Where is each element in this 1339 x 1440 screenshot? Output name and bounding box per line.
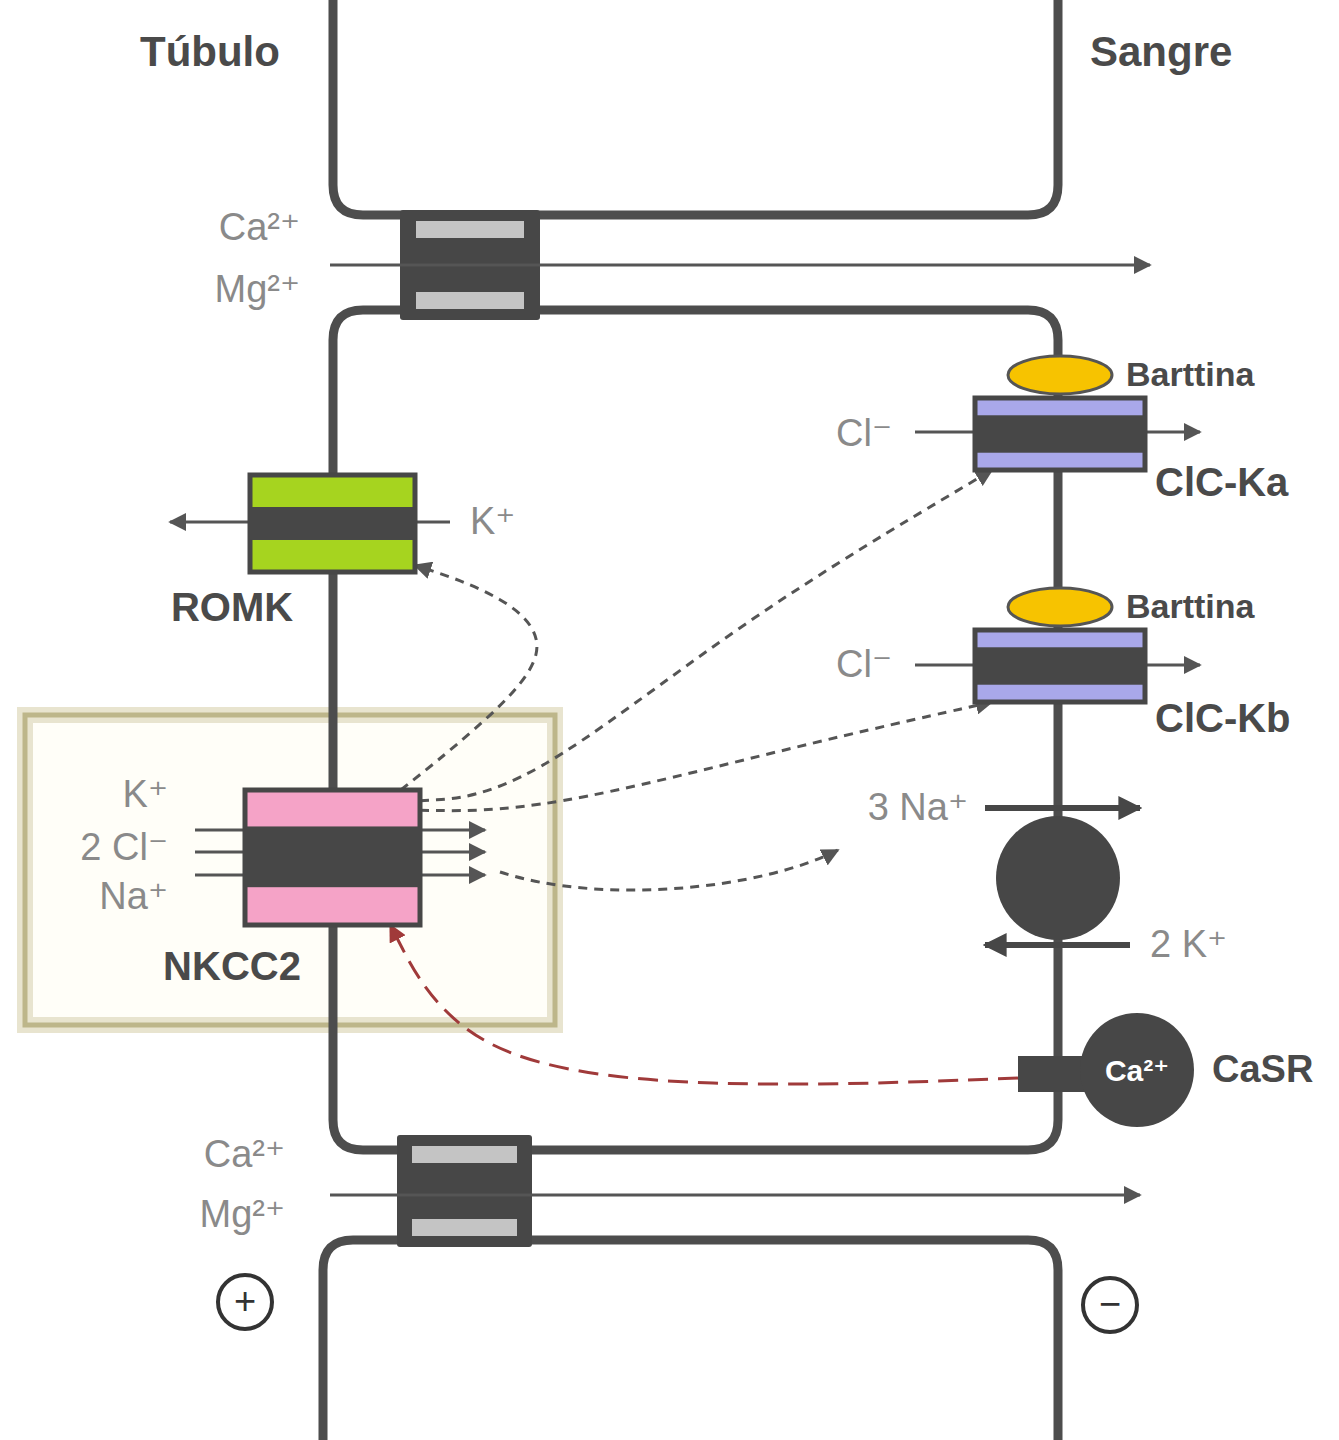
chloride-channel-label: ClC-Ka	[1155, 460, 1288, 504]
charge-circle	[1083, 1278, 1137, 1332]
highlight-frame	[25, 715, 555, 1025]
potassium-channel-label-wrap: ROMK	[171, 585, 293, 629]
receptor-head	[1080, 1013, 1194, 1127]
ion-label-wrap: Mg²⁺	[200, 1194, 286, 1236]
ion-label-wrap: Cl⁻	[836, 413, 892, 455]
ion-label-wrap: 2 K⁺	[1150, 924, 1227, 966]
channel-body	[975, 630, 1145, 702]
chloride-channel-shape	[975, 630, 1145, 702]
ion-label-wrap: Ca²⁺	[219, 207, 300, 249]
ion-label-wrap: Na⁺	[99, 876, 168, 918]
barttina-subunit-label: Barttina	[1126, 356, 1254, 393]
calcium-sensing-receptor: Ca²⁺CaSR	[1018, 1012, 1198, 1128]
ion-label: Na⁺	[99, 876, 168, 918]
upper-cell-membrane	[333, 0, 1058, 215]
side-title-wrap: Sangre	[1090, 29, 1232, 75]
ion-label: 3 Na⁺	[868, 787, 968, 829]
chloride-channel: ClC-Ka	[975, 398, 1145, 470]
chloride-channel-label: ClC-Kb	[1155, 696, 1291, 740]
junction-band	[412, 1219, 517, 1236]
tight-junction	[397, 1135, 532, 1247]
cell-membrane	[333, 310, 1058, 1150]
ion-label: 2 Cl⁻	[80, 827, 168, 869]
barttina-ellipse	[1008, 356, 1112, 394]
channel-body	[245, 790, 420, 925]
charge-sign: −	[1099, 1284, 1121, 1326]
junction-band	[416, 221, 524, 238]
barttina-subunit-label-wrap: Barttina	[1126, 588, 1254, 625]
ion-label-wrap: Ca²⁺	[204, 1134, 285, 1176]
ion-label-wrap: Mg²⁺	[215, 269, 301, 311]
ion-label: Cl⁻	[836, 644, 892, 686]
chloride-channel: ClC-Kb	[975, 630, 1145, 702]
cotransporter-label-wrap: NKCC2	[163, 944, 301, 988]
ion-label: Mg²⁺	[200, 1194, 286, 1236]
cotransporter-label: NKCC2	[163, 944, 301, 988]
channel-body	[975, 398, 1145, 470]
charge-sign-wrap: +	[234, 1281, 256, 1323]
ion-label: Cl⁻	[836, 413, 892, 455]
ion-label: K⁺	[470, 501, 515, 543]
chloride-channel-label-wrap: ClC-Kb	[1155, 696, 1291, 740]
barttina-subunit-label-wrap: Barttina	[1126, 356, 1254, 393]
ion-label: Mg²⁺	[215, 269, 301, 311]
cotransporter: NKCC2	[245, 790, 420, 925]
ion-label-wrap: K⁺	[123, 774, 168, 816]
side-title: Sangre	[1090, 29, 1232, 75]
na-k-pump	[996, 816, 1120, 940]
barttina-subunit-label: Barttina	[1126, 588, 1254, 625]
highlight-frame	[25, 715, 555, 1025]
channel-core	[975, 647, 1145, 684]
potassium-channel-shape	[250, 475, 415, 572]
barttina-subunit-shape	[1008, 587, 1112, 627]
paracellular-arrow	[330, 1194, 1140, 1197]
charge-sign: +	[234, 1281, 256, 1323]
cotransporter-shape	[245, 790, 420, 925]
potassium-channel: ROMK	[250, 475, 415, 572]
ion-label-wrap: Cl⁻	[836, 644, 892, 686]
chloride-channel-shape	[975, 398, 1145, 470]
pump-arrow	[985, 942, 1130, 948]
calcium-sensing-receptor-label: Ca²⁺	[1105, 1054, 1169, 1087]
ion-label-wrap: 2 Cl⁻	[80, 827, 168, 869]
ion-label-wrap: 3 Na⁺	[868, 787, 968, 829]
calcium-sensing-receptor-label-wrap: CaSR	[1212, 1049, 1313, 1091]
ion-flow-arrow	[420, 470, 992, 801]
ion-label: Ca²⁺	[204, 1134, 285, 1176]
barttina-subunit-shape	[1008, 355, 1112, 395]
ion-label: 2 K⁺	[1150, 924, 1227, 966]
regulation-arrow	[390, 925, 1018, 1084]
calcium-sensing-receptor-label-wrap: Ca²⁺	[1105, 1054, 1169, 1087]
channel-body	[250, 475, 415, 572]
ion-label-wrap: K⁺	[470, 501, 515, 543]
potassium-channel-label: ROMK	[171, 585, 293, 629]
channel-core	[245, 826, 420, 887]
ion-label: Ca²⁺	[219, 207, 300, 249]
side-title-wrap: Túbulo	[140, 29, 280, 75]
calcium-sensing-receptor-label: CaSR	[1212, 1049, 1313, 1091]
barttina-subunit: Barttina	[1008, 587, 1112, 627]
pump-arrow	[985, 805, 1140, 811]
junction-band	[412, 1146, 517, 1163]
side-title: Túbulo	[140, 29, 280, 75]
lower-cell-membrane	[323, 1240, 1058, 1440]
ion-flow-arrow	[401, 565, 537, 790]
chloride-channel-label-wrap: ClC-Ka	[1155, 460, 1288, 504]
receptor-stem	[1018, 1056, 1090, 1092]
charge-circle	[218, 1275, 272, 1329]
junction-band	[416, 292, 524, 309]
dashed-arrow	[500, 850, 838, 890]
paracellular-arrow	[330, 264, 1150, 267]
channel-core	[250, 507, 415, 540]
charge-sign-wrap: −	[1099, 1284, 1121, 1326]
barttina-ellipse	[1008, 588, 1112, 626]
ion-label: K⁺	[123, 774, 168, 816]
channel-core	[975, 415, 1145, 452]
barttina-subunit: Barttina	[1008, 355, 1112, 395]
